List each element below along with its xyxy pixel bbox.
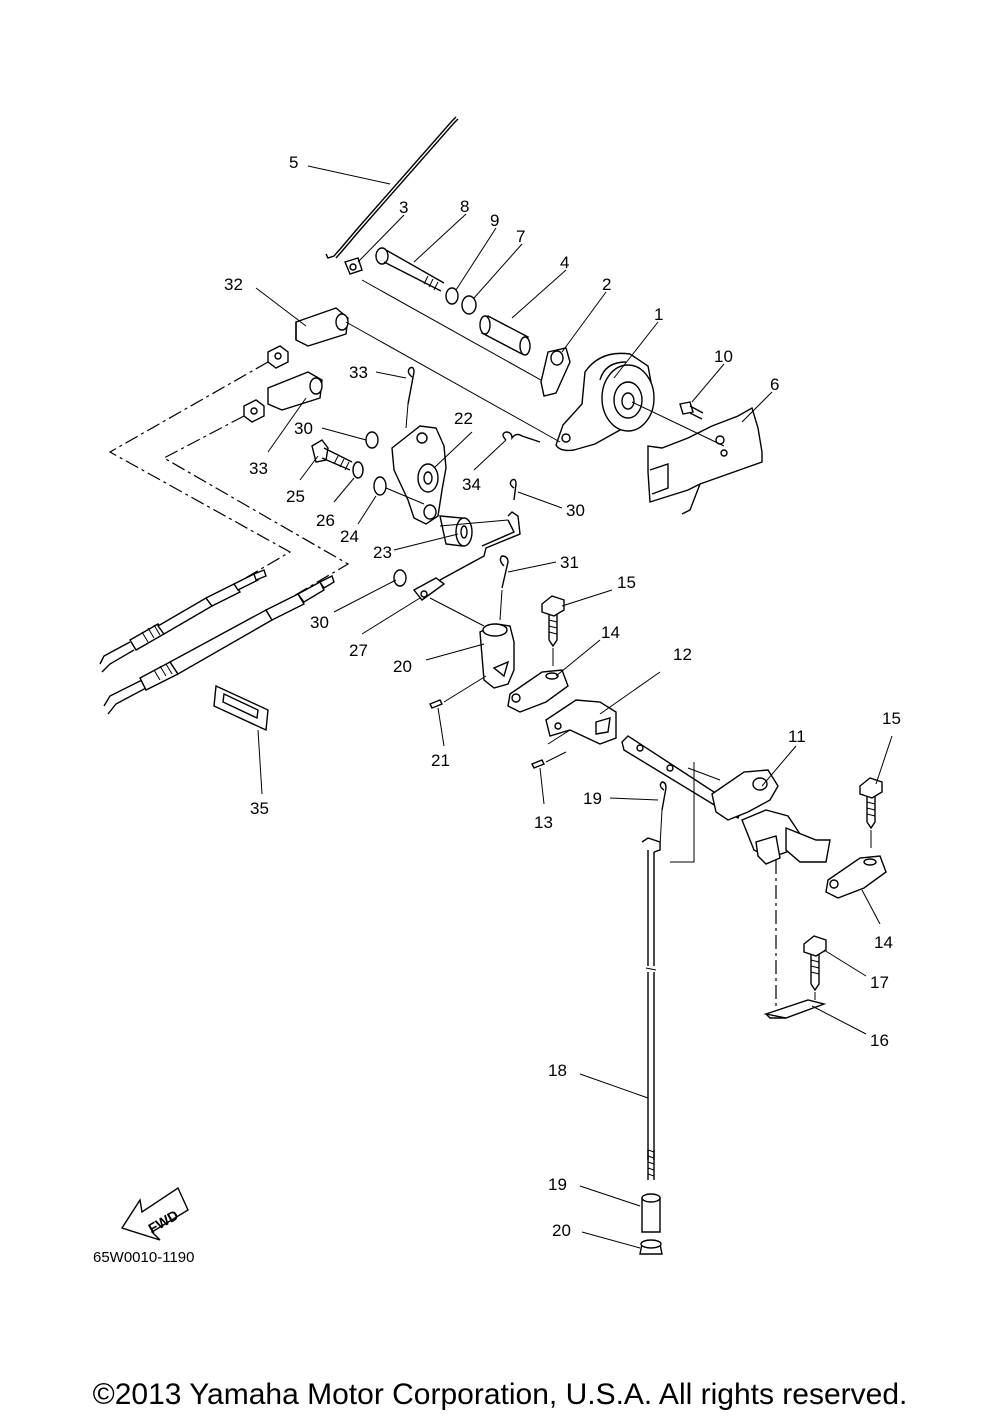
callout-6: 6 (770, 375, 779, 394)
diagram-code: 65W0010-1190 (93, 1249, 194, 1266)
part-1-cam (555, 352, 655, 452)
part-34-clip-upper (407, 366, 415, 405)
callout-33b: 33 (249, 459, 268, 478)
callout-34b: 34 (462, 475, 481, 494)
callout-14b: 14 (874, 933, 893, 952)
callout-30a: 30 (294, 419, 313, 438)
callout-7: 7 (516, 227, 525, 246)
callout-34a: 33 (349, 363, 368, 382)
callout-5: 5 (289, 153, 298, 172)
part-33-cable-end-upper (295, 307, 349, 347)
callout-26: 24 (340, 527, 359, 546)
part-22-lever (479, 623, 515, 689)
callout-22: 20 (393, 657, 412, 676)
callout-4: 4 (560, 253, 569, 272)
part-31-clip (509, 478, 517, 501)
part-27-bolt (311, 439, 353, 471)
callout-31: 30 (566, 501, 585, 520)
callout-21: 19 (583, 789, 602, 808)
callout-24: 22 (454, 409, 473, 428)
callout-nineteen: 19 (548, 1175, 567, 1194)
axis-line-6 (631, 401, 725, 447)
part-19-spacer (641, 1193, 661, 1233)
callout-23: 21 (431, 751, 450, 770)
callout-32: 31 (560, 553, 579, 572)
part-23-pin (429, 675, 487, 709)
part-30-washer-upper (365, 431, 379, 449)
part-26-washer (373, 476, 387, 496)
part-3-clip (344, 257, 363, 275)
part-25-bush (439, 515, 473, 547)
part-12-lever (545, 699, 617, 745)
part-21-clip (659, 781, 667, 811)
part-7-washer (461, 295, 477, 315)
part-17-bolt (803, 935, 827, 1000)
part-8-bolt (375, 247, 445, 292)
callout-1: 1 (654, 305, 663, 324)
callout-29: 27 (349, 641, 368, 660)
callout-13: 13 (534, 813, 553, 832)
part-10-bolt (679, 401, 704, 420)
callout-33a: 32 (224, 275, 243, 294)
part-9-washer (445, 287, 459, 305)
callout-20: 20 (552, 1221, 571, 1240)
callout-9: 9 (490, 211, 499, 230)
callout-2: 2 (602, 275, 611, 294)
callout-15a: 15 (617, 573, 636, 592)
part-4-collar (479, 315, 531, 356)
part-15-bolt-upper (541, 595, 565, 666)
part-28-washer (352, 461, 364, 479)
nut-upper (267, 345, 289, 369)
callout-17: 17 (870, 973, 889, 992)
part-13-pin (531, 751, 567, 769)
part-32-clip (499, 555, 509, 589)
callout-3: 3 (399, 198, 408, 217)
part-35-label (213, 684, 269, 732)
callout-10: 10 (714, 347, 733, 366)
part-15-bolt-right (859, 777, 883, 848)
fwd-arrow-icon: FWD (120, 1186, 189, 1241)
callout-11: 11 (788, 727, 806, 746)
part-24-lever (391, 425, 447, 525)
callout-27: 25 (286, 487, 305, 506)
copyright-notice: ©2013 Yamaha Motor Corporation, U.S.A. A… (92, 1378, 908, 1411)
callout-8: 8 (460, 197, 469, 216)
part-5-rod (325, 116, 459, 259)
axis-line (361, 279, 549, 385)
callout-14a: 14 (601, 623, 620, 642)
nut-lower (243, 399, 265, 423)
part-14-clamp-upper (507, 669, 569, 713)
callout-15b: 15 (882, 709, 901, 728)
part-14-clamp-right (825, 855, 887, 899)
callout-16: 16 (870, 1031, 889, 1050)
control-cables (99, 361, 350, 715)
callout-18: 18 (548, 1061, 567, 1080)
part-29-link (412, 577, 446, 601)
part-2-lever (540, 347, 571, 397)
part-20-nut (639, 1239, 663, 1255)
part-11-shaft (621, 735, 831, 865)
callout-12: 12 (673, 645, 692, 664)
callout-30b-label: 30 (310, 613, 329, 632)
leader-lines (255, 165, 893, 1249)
callout-28: 26 (316, 511, 335, 530)
part-6-bracket (647, 406, 763, 515)
callout-35: 35 (250, 799, 269, 818)
axis-line-33 (345, 321, 561, 443)
link-rod (427, 511, 521, 589)
part-34-clip-lower (502, 431, 541, 443)
part-18-rod (641, 837, 661, 1180)
part-30-washer-lower (393, 569, 407, 587)
part-33-cable-end-lower (267, 371, 323, 411)
part-16-plate (763, 999, 827, 1019)
callout-25: 23 (373, 543, 392, 562)
